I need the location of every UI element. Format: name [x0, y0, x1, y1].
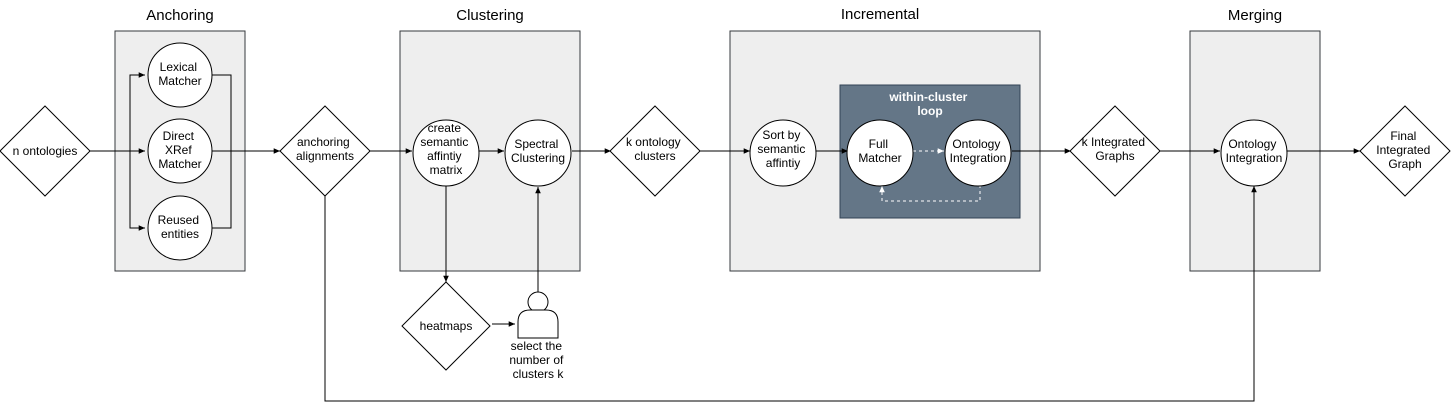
svg-text:anchoring alignments: anchoring alignments	[296, 135, 354, 163]
svg-text:Final Integrated G: Final Integrated Graph	[1376, 129, 1433, 171]
svg-text:Ontology Integration: Ontology Integration	[950, 137, 1007, 165]
svg-text:Full Matcher: Full Matcher	[858, 137, 901, 165]
ontology-integration-merge-node: Ontology Integration	[1220, 119, 1288, 187]
within-cluster-loop-title: within-cluster loop	[888, 90, 970, 118]
stage-title-merging: Merging	[1228, 7, 1282, 24]
spectral-clustering-node: Spectral Clustering	[504, 119, 572, 187]
edge-lexical-out	[211, 74, 232, 151]
user-icon-body	[517, 309, 559, 339]
svg-text:create semantic af: create semantic affintiy matrix	[420, 121, 471, 177]
svg-text:Ontology Integration: Ontology Integration	[1226, 137, 1283, 165]
edge-input-to-reused	[129, 151, 145, 231]
svg-text:Sort by semantic a: Sort by semantic affintiy	[757, 128, 808, 170]
svg-text:Reused entities: Reused entities	[158, 213, 203, 241]
stage-title-incremental: Incremental	[841, 6, 919, 23]
svg-text:select the number of: select the number of clusters k	[509, 339, 566, 381]
svg-text:k ontology clusters: k ontology clusters	[626, 135, 684, 163]
user-node: select the number of clusters k	[509, 291, 566, 381]
stage-title-anchoring: Anchoring	[146, 7, 214, 24]
edge-reused-out	[211, 151, 232, 229]
reused-entities-node: Reused entities	[147, 195, 213, 261]
lexical-matcher-node: Lexical Matcher	[147, 42, 213, 108]
svg-text:k Integrated Graphs: k Integrated Graphs	[1082, 135, 1149, 163]
edge-integration-loop-back	[879, 185, 981, 202]
user-icon-head	[527, 291, 549, 313]
edge-input-to-lexical	[129, 72, 145, 151]
heatmaps-node: heatmaps	[401, 281, 491, 371]
svg-text:Lexical Matcher: Lexical Matcher	[158, 60, 201, 88]
stage-title-clustering: Clustering	[456, 7, 524, 24]
ontology-integration-loop-node: Ontology Integration	[944, 119, 1012, 187]
k-ontology-clusters-node: k ontology clusters	[609, 105, 701, 197]
svg-text:n ontologies: n ontologies	[13, 144, 78, 158]
n-ontologies-node: n ontologies	[0, 105, 91, 197]
direct-xref-matcher-node: Direct XRef Matcher	[147, 118, 213, 184]
final-integrated-graph-node: Final Integrated Graph	[1359, 105, 1451, 197]
anchoring-alignments-node: anchoring alignments	[279, 105, 371, 197]
svg-text:Direct XRef Matche: Direct XRef Matcher	[158, 129, 201, 171]
k-integrated-graphs-node: k Integrated Graphs	[1069, 105, 1161, 197]
semantic-affinity-matrix-node: create semantic affintiy matrix	[412, 119, 480, 187]
sort-by-affinity-node: Sort by semantic affintiy	[749, 119, 817, 187]
svg-text:Spectral Clustering: Spectral Clustering	[511, 137, 565, 165]
svg-text:heatmaps: heatmaps	[420, 319, 473, 333]
full-matcher-node: Full Matcher	[846, 119, 914, 187]
edge-alignments-to-merge	[324, 186, 1257, 402]
